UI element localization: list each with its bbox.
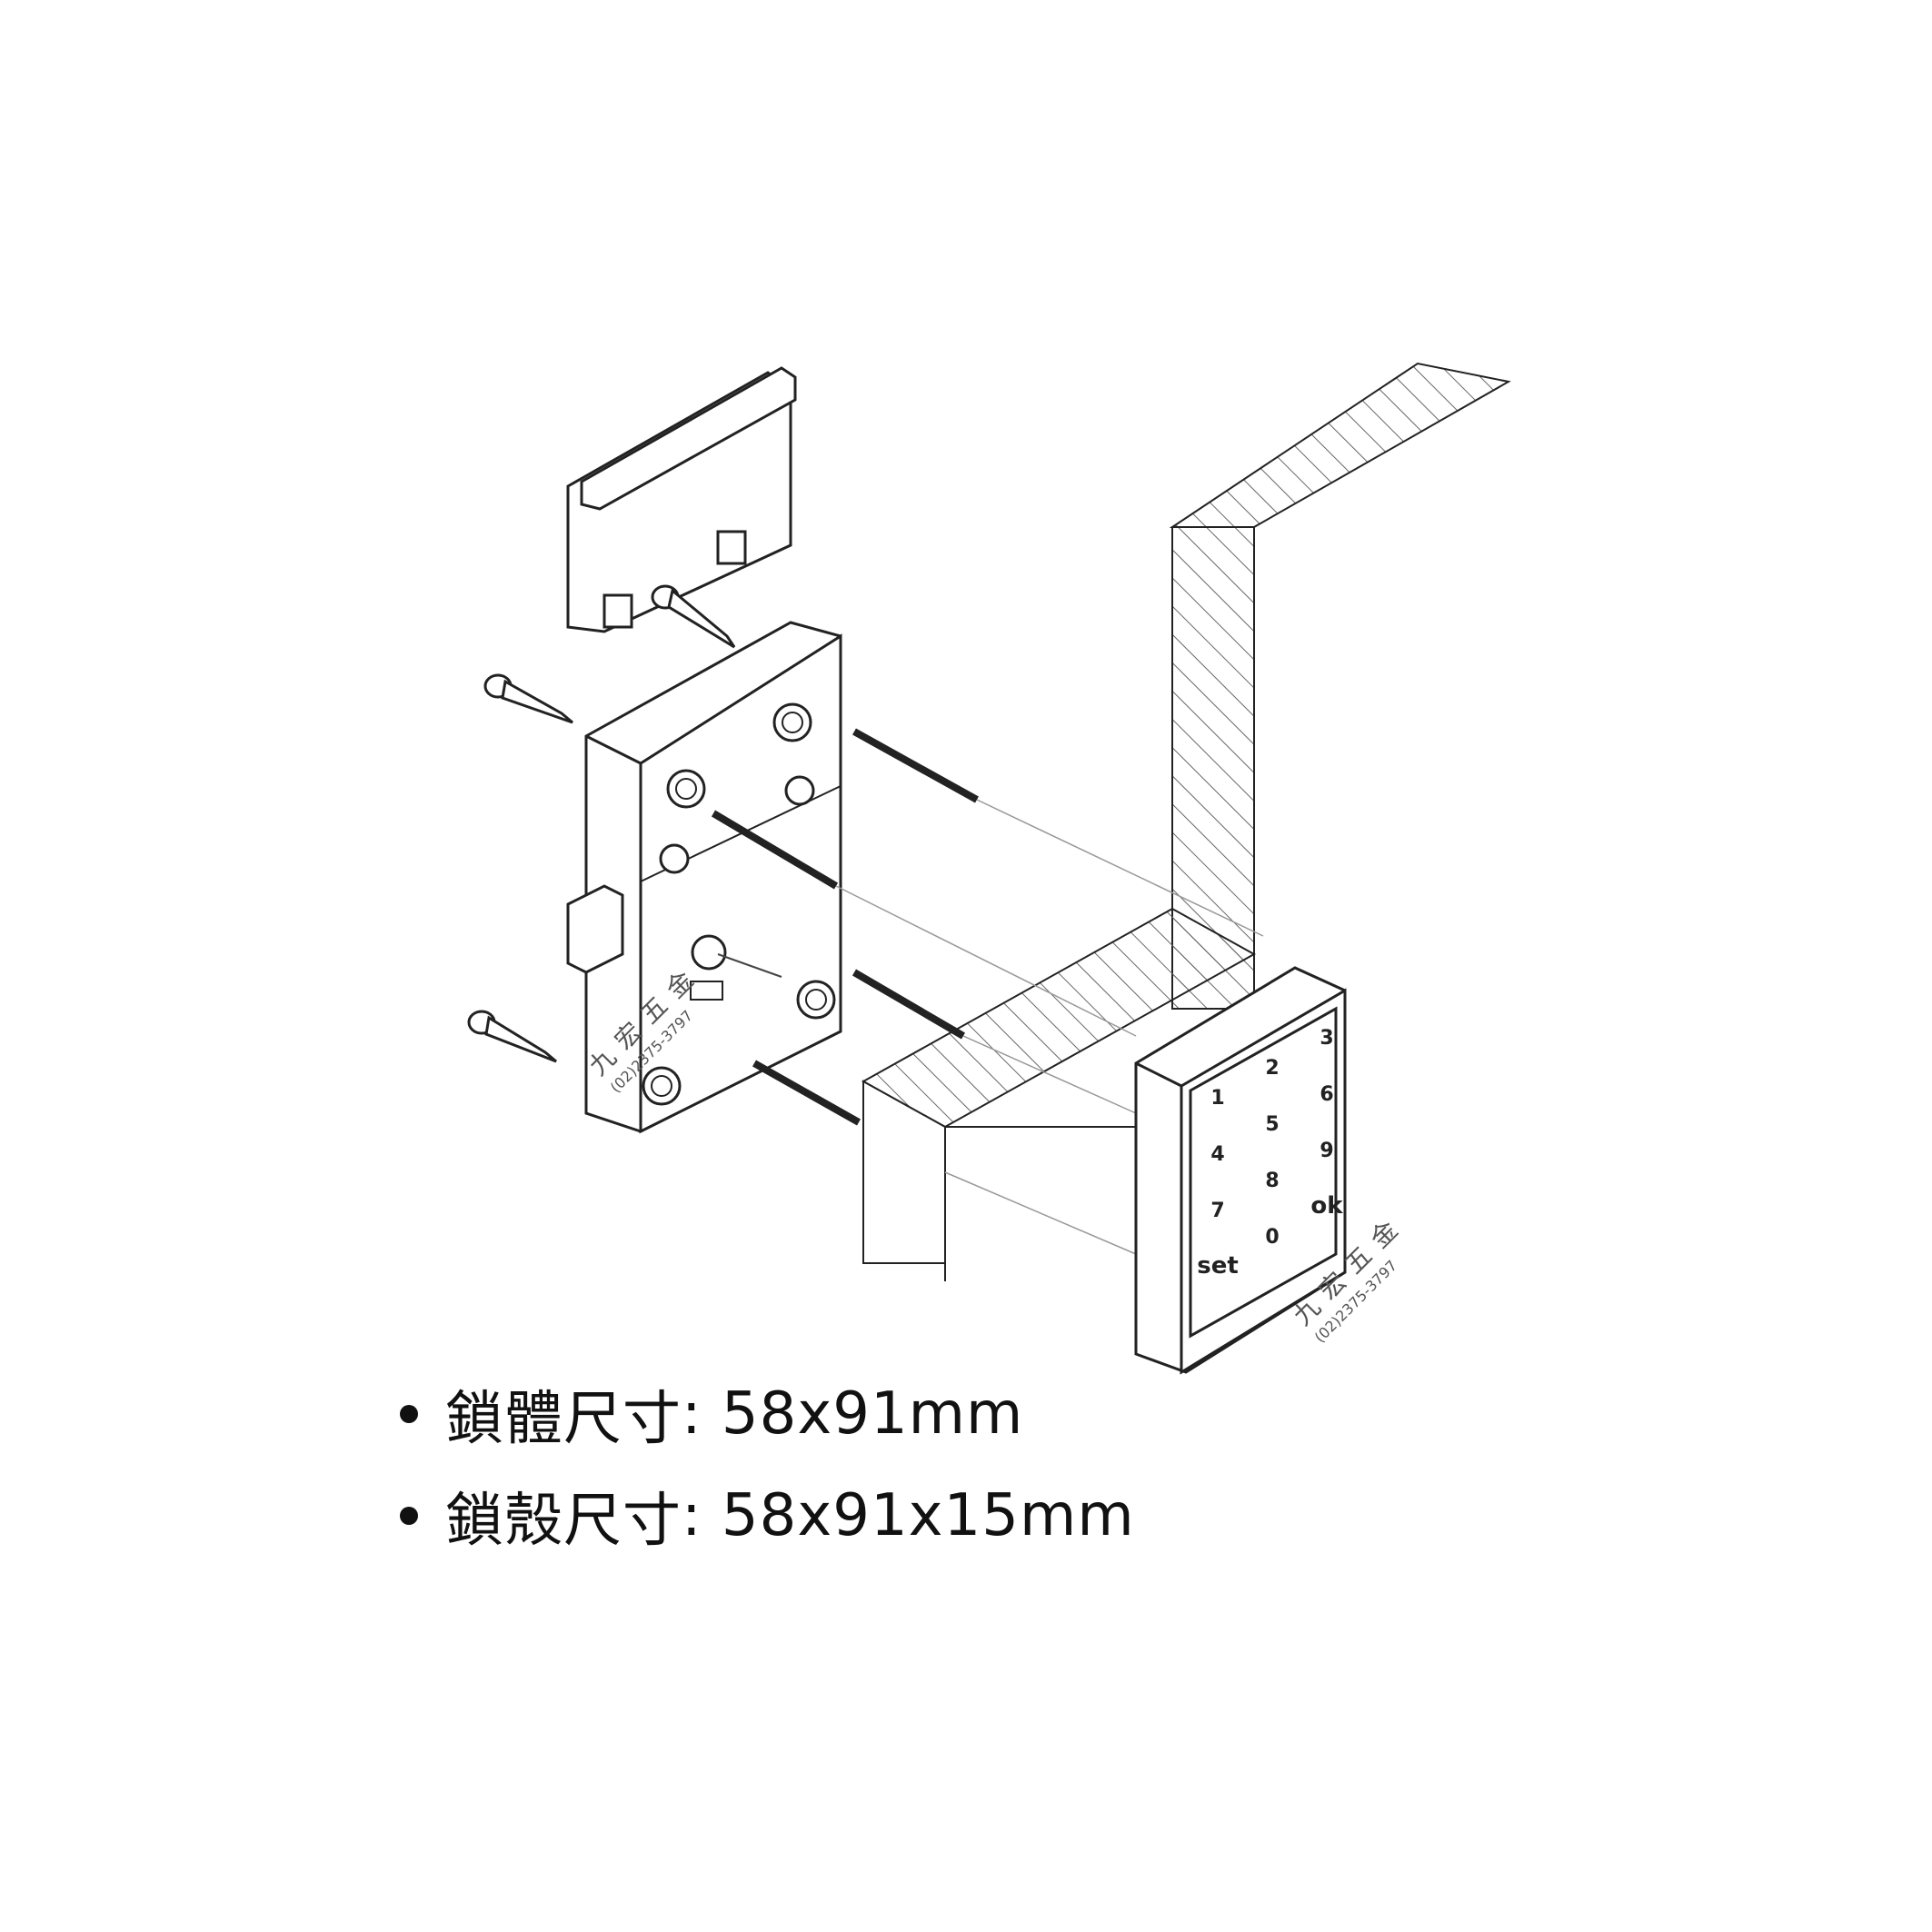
keypad-key-0: 0 (1265, 1226, 1279, 1249)
screw-left-upper (483, 673, 573, 724)
keypad-unit (1134, 966, 1347, 1375)
keypad-key-7: 7 (1210, 1200, 1224, 1222)
spec-row-body: 鎖體尺寸 : 58x91mm (400, 1363, 1135, 1465)
spec-value: : 58x91mm (682, 1380, 1024, 1448)
keypad-key-6: 6 (1320, 1083, 1333, 1106)
keypad-key-4: 4 (1210, 1143, 1224, 1166)
bullet-icon (400, 1405, 418, 1423)
keypad-key-1: 1 (1210, 1087, 1224, 1110)
keypad-key-9: 9 (1320, 1140, 1333, 1162)
keypad-key-5: 5 (1265, 1113, 1279, 1136)
screw-top (651, 584, 736, 649)
keypad-key-8: 8 (1265, 1170, 1279, 1192)
mounting-rods (711, 728, 1264, 1126)
keypad-keys: 1 2 3 4 5 6 7 8 9 set 0 ok (1197, 1027, 1343, 1280)
keypad-key-3: 3 (1320, 1027, 1333, 1050)
keypad-key-set: set (1197, 1252, 1239, 1280)
keypad-key-2: 2 (1265, 1057, 1279, 1080)
screw-left-lower (467, 1010, 557, 1063)
cabinet-wall (861, 362, 1511, 1281)
spec-label: 鎖體尺寸 (445, 1386, 682, 1453)
lock-body (566, 621, 842, 1134)
battery-cover (566, 366, 797, 633)
keypad-key-ok: ok (1310, 1192, 1343, 1220)
bullet-icon (400, 1507, 418, 1525)
spec-row-case: 鎖殼尺寸 : 58x91x15mm (400, 1465, 1135, 1567)
spec-list: 鎖體尺寸 : 58x91mm 鎖殼尺寸 : 58x91x15mm (400, 1363, 1135, 1567)
spec-value: : 58x91x15mm (682, 1482, 1135, 1549)
spec-label: 鎖殼尺寸 (445, 1488, 682, 1555)
